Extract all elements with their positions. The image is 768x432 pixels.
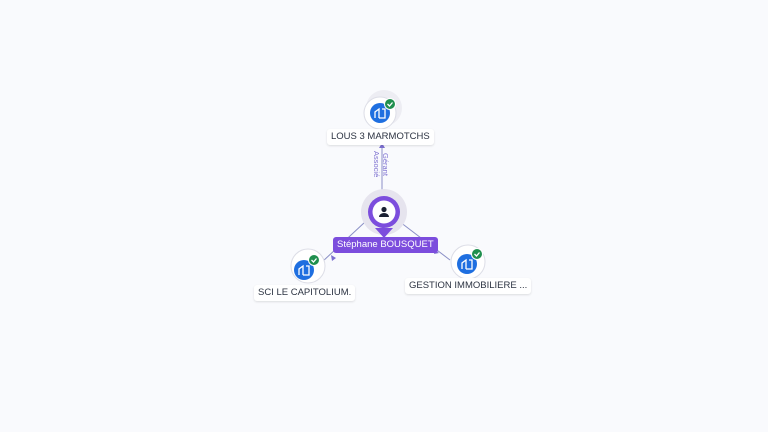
person-name-label[interactable]: Stéphane BOUSQUET <box>333 237 438 253</box>
company-node-left[interactable] <box>290 248 326 284</box>
company-label-top[interactable]: LOUS 3 MARMOTCHS <box>327 129 434 145</box>
verified-check-icon <box>308 254 320 266</box>
building-icon <box>298 264 310 276</box>
building-icon <box>461 258 473 270</box>
edge-label-associe: Associé <box>372 151 381 177</box>
company-node-top[interactable] <box>363 90 402 130</box>
verified-check-icon <box>384 98 396 110</box>
company-node-right[interactable] <box>450 244 486 280</box>
company-label-right[interactable]: GESTION IMMOBILIERE ... <box>405 278 532 294</box>
building-icon <box>374 107 386 119</box>
verified-check-icon <box>471 248 483 260</box>
company-label-left[interactable]: SCI LE CAPITOLIUM. <box>254 285 356 301</box>
edge-label-gerant: Gérant <box>381 153 390 177</box>
person-node[interactable] <box>361 189 407 238</box>
edge-top-arrow <box>379 143 385 148</box>
person-icon <box>379 206 389 217</box>
edge-left-arrow <box>331 255 336 261</box>
